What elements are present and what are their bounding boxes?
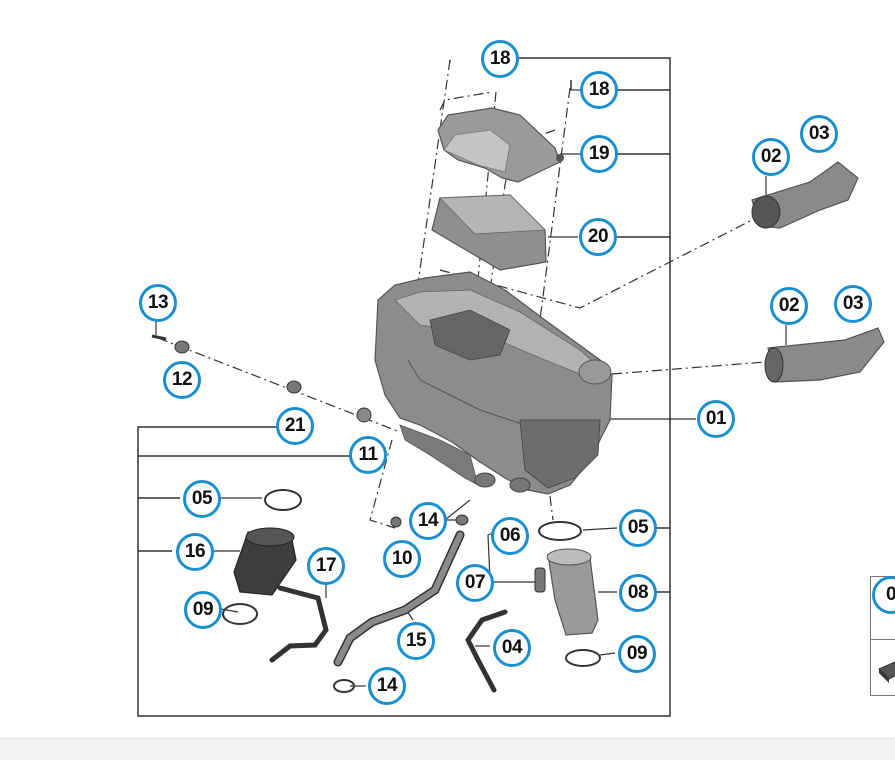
hoses xyxy=(269,530,508,693)
callout-label[interactable]: 14 xyxy=(368,667,406,705)
callout-label[interactable]: 09 xyxy=(618,635,656,673)
clean-air-pipe-shape xyxy=(546,548,599,636)
assembly-frame xyxy=(137,57,671,717)
callout-label[interactable]: 02 xyxy=(770,287,808,325)
callout-label[interactable]: 05 xyxy=(619,509,657,547)
intake-duct-lower-shape xyxy=(764,327,885,383)
seal-rings xyxy=(222,489,601,693)
callout-label[interactable]: 11 xyxy=(349,436,387,474)
callout-label[interactable]: 06 xyxy=(491,517,529,555)
callout-label[interactable]: 16 xyxy=(176,533,214,571)
callout-label[interactable]: 13 xyxy=(139,284,177,322)
footer-bar xyxy=(0,738,895,760)
callout-label[interactable]: 12 xyxy=(163,361,201,399)
intake-boot-shape xyxy=(233,527,297,596)
callout-label[interactable]: 21 xyxy=(276,407,314,445)
intake-duct-upper-shape xyxy=(751,161,859,229)
callout-label[interactable]: 18 xyxy=(580,71,618,109)
adjacent-diagram-panel[interactable]: 0 xyxy=(870,576,895,696)
callout-label[interactable]: 18 xyxy=(481,40,519,78)
air-filter-element-shape xyxy=(431,194,547,271)
callout-label[interactable]: 09 xyxy=(184,591,222,629)
callout-label[interactable]: 02 xyxy=(752,138,790,176)
callout-label[interactable]: 0 xyxy=(872,576,895,614)
intake-silencer-cover-shape xyxy=(437,107,564,183)
callout-label[interactable]: 07 xyxy=(456,564,494,602)
air-filter-housing-shape xyxy=(374,271,613,495)
callout-label[interactable]: 10 xyxy=(383,540,421,578)
panel-thumbnail-icon xyxy=(878,661,895,683)
callout-label[interactable]: 08 xyxy=(619,574,657,612)
callout-label[interactable]: 05 xyxy=(183,480,221,518)
callout-label[interactable]: 19 xyxy=(580,135,618,173)
sensor-shape xyxy=(534,567,546,593)
callout-label[interactable]: 14 xyxy=(409,502,447,540)
fasteners xyxy=(151,334,469,528)
callout-label[interactable]: 03 xyxy=(800,115,838,153)
callout-label[interactable]: 20 xyxy=(579,218,617,256)
callout-label[interactable]: 03 xyxy=(834,285,872,323)
callout-label[interactable]: 17 xyxy=(307,547,345,585)
callout-label[interactable]: 04 xyxy=(493,629,531,667)
panel-divider xyxy=(871,639,895,640)
callout-label[interactable]: 01 xyxy=(697,400,735,438)
scale-marks xyxy=(449,60,572,90)
callout-label[interactable]: 15 xyxy=(397,622,435,660)
